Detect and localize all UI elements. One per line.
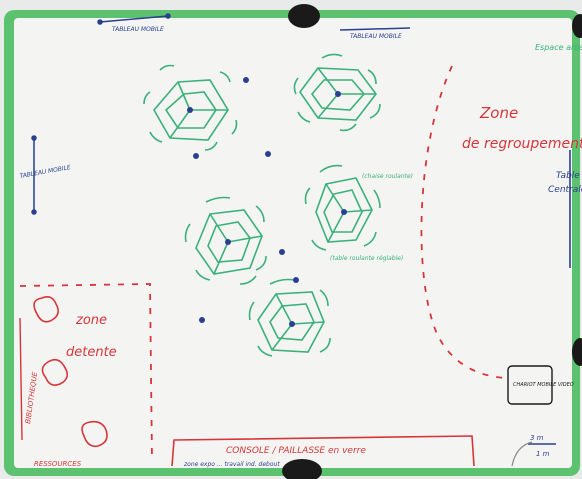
console-label: CONSOLE / PAILLASSE en verre — [226, 446, 366, 456]
console-sub-label: zone expo ... travail ind. debout — [183, 461, 280, 468]
table-centrale-line1: Table — [556, 171, 580, 181]
table-roulante-label: (table roulante réglable) — [330, 255, 403, 262]
zone-detente-line1: zone — [75, 313, 107, 328]
chariot-mobile-label: CHARIOT MOBILE VIDEO — [513, 382, 574, 388]
top-clip — [288, 4, 320, 28]
board-surface — [14, 18, 572, 468]
scale-bottom-label: 1 m — [536, 450, 550, 458]
zone-regroupement-line2: de regroupement — [462, 136, 582, 152]
tableau-mobile-top-right-label: TABLEAU MOBILE — [350, 33, 402, 40]
chaise-roulante-label: (chaise roulante) — [362, 173, 413, 180]
zone-regroupement-line1: Zone — [479, 104, 518, 122]
espace-artistique-label: Espace artistique — [535, 43, 582, 52]
ressources-label: RESSOURCES — [34, 460, 82, 468]
table-centrale-line2: Centrale — [548, 185, 582, 195]
tableau-mobile-top-left-label: TABLEAU MOBILE — [112, 26, 164, 33]
scale-top-label: 3 m — [530, 434, 544, 442]
zone-detente-line2: detente — [66, 345, 117, 360]
